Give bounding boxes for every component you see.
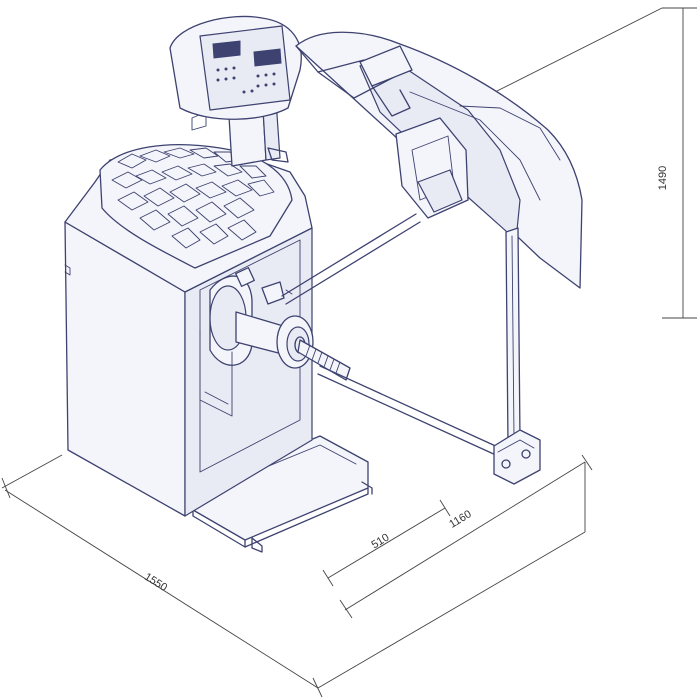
guard-arm (281, 213, 501, 457)
wheel-guard (295, 31, 583, 485)
display-panel (169, 15, 302, 120)
shaft-assembly (199, 267, 351, 417)
dimension-lines (1, 7, 697, 698)
dim-height-label: 1490 (657, 166, 669, 190)
dim-width-label: 1550 (142, 571, 169, 594)
dim-depth-label: 1160 (447, 508, 473, 530)
dim-shaft-label: 510 (369, 532, 391, 552)
